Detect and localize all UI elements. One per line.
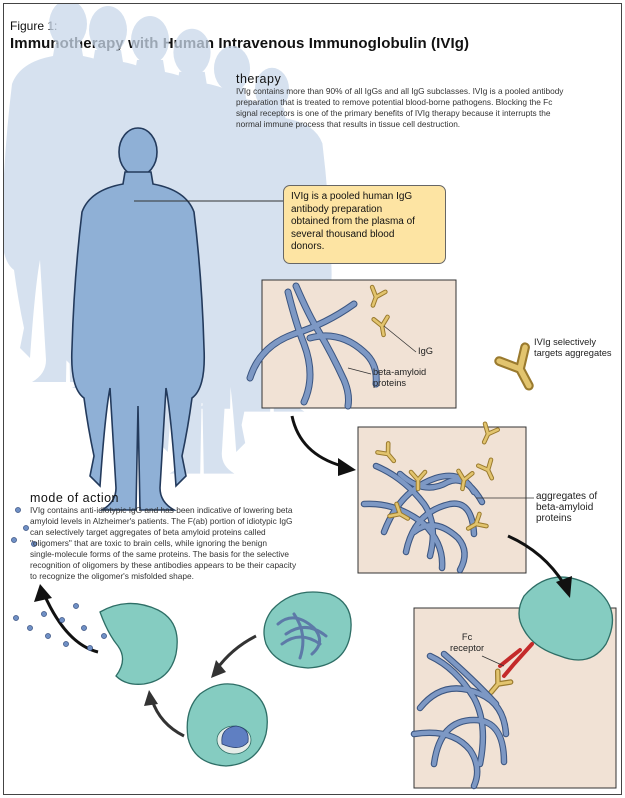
mode-of-action-heading: mode of action [30,491,119,505]
free-monomers [11,507,107,651]
figure-frame: Figure 1: Immunotherapy with Human Intra… [3,3,622,795]
igg-label: IgG [418,346,433,356]
ivig-callout: IVIg is a pooled human IgG antibody prep… [283,185,446,264]
panel-beta-amyloid [246,279,457,410]
macrophage-release [99,602,178,685]
therapy-heading: therapy [236,72,282,86]
aggregates-label: aggregates of beta-amyloid proteins [536,491,598,524]
beta-amyloid-label: beta-amyloid proteins [373,367,427,388]
therapy-text: IVIg contains more than 90% of all IgGs … [236,86,564,129]
macrophage-engulfing [263,591,352,669]
fc-receptor-label: Fc receptor [450,632,485,653]
illustration [4,4,617,790]
panel-aggregates [357,424,534,574]
figure-label: Figure 1: [10,19,58,33]
selectively-targets-label: IVIg selectively targets aggregates [534,337,612,358]
mode-of-action-text: IVIg contains anti-idiotypic IgG and has… [30,505,297,581]
macrophage-digesting [186,683,268,767]
panel-fc-receptor [410,576,617,790]
